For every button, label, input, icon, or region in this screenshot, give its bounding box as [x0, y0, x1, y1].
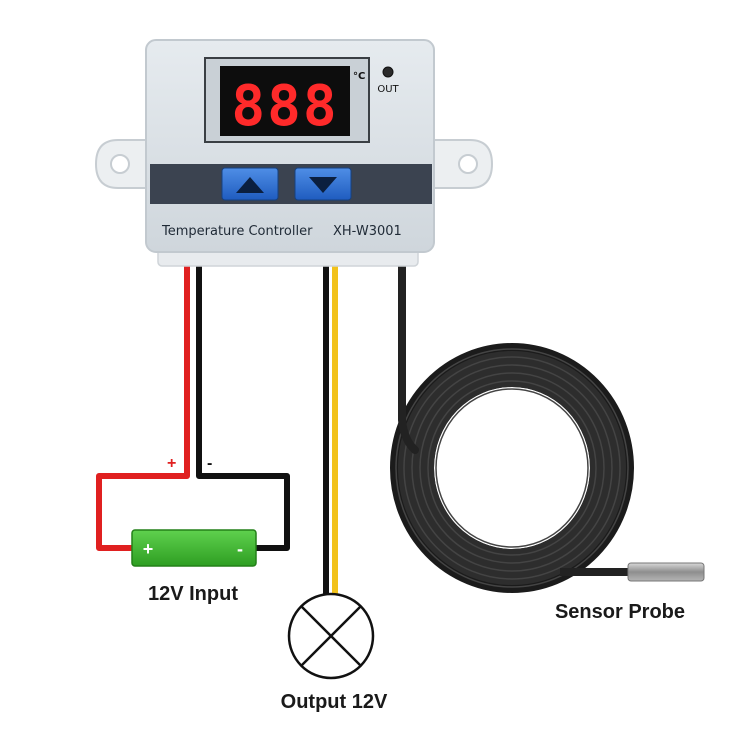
up-button[interactable]	[221, 167, 279, 201]
battery-plus-label: +	[143, 539, 154, 559]
positive-wire	[96, 262, 190, 551]
unit-label: °C	[353, 71, 365, 82]
up-arrow-icon	[236, 177, 264, 193]
controller-model: XH-W3001	[333, 224, 402, 239]
mount-hole-right	[458, 154, 478, 174]
mount-hole-left	[110, 154, 130, 174]
sensor-caption: Sensor Probe	[555, 601, 685, 623]
lamp-icon	[287, 592, 375, 680]
negative-wire	[196, 262, 290, 551]
display-window	[220, 66, 350, 136]
sensor-probe-tip	[627, 562, 705, 582]
battery-minus-label: -	[237, 539, 243, 559]
display-readout: 888	[231, 74, 338, 139]
sensor-cable-lead	[398, 258, 419, 454]
positive-label: +	[167, 455, 176, 472]
controller-name: Temperature Controller	[161, 224, 313, 239]
negative-label: -	[207, 455, 212, 472]
battery-icon: + -	[131, 529, 257, 567]
input-caption: 12V Input	[148, 583, 238, 605]
output-caption: Output 12V	[281, 691, 388, 713]
temperature-controller: 888 °C OUT Temperature Controller XH-W30…	[94, 39, 494, 267]
down-button[interactable]	[294, 167, 352, 201]
down-arrow-icon	[309, 177, 337, 193]
out-label: OUT	[377, 84, 399, 95]
sensor-cable-coil	[390, 343, 634, 593]
out-indicator-led	[382, 66, 394, 78]
button-panel	[150, 164, 432, 204]
